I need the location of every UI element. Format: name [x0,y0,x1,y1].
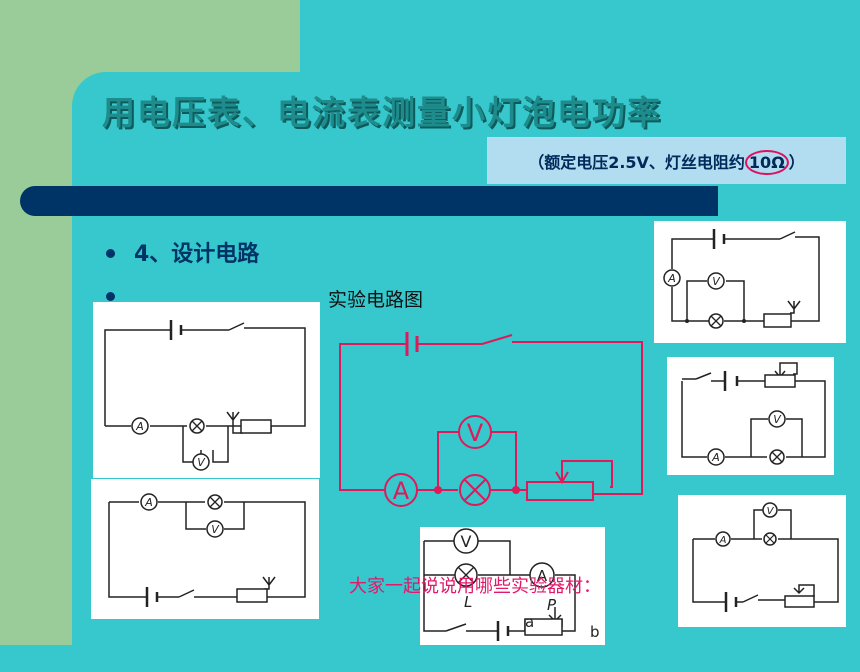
subtitle-close: ） [788,152,805,172]
overlay-prompt: 大家一起说说用哪些实验器材： [349,576,601,597]
voltmeter-label: V [461,532,472,551]
voltmeter-label: V [773,413,782,426]
ammeter-label: A [393,477,410,505]
circuit-caption: 实验电路图 [328,289,424,311]
circuit-diagram-2: A V [91,479,319,619]
ammeter-label: A [667,272,676,285]
slide-title: 用电压表、电流表测量小灯泡电功率 [102,93,662,132]
ammeter-label: A [719,535,727,546]
circuit-diagram-1: A V [93,302,320,478]
circled-resistance: 10Ω [744,149,789,175]
main-circuit-diagram: A V [339,332,643,507]
voltmeter-label: V [767,506,775,517]
bullet-design-circuit: 4、设计电路 [134,242,260,267]
circuit-diagram-4: A V [654,221,846,343]
bullet-dot [106,292,115,301]
bullet-dot [106,249,115,258]
voltmeter-label: V [211,523,220,536]
lamp-label: L [464,593,472,611]
circuit-diagram-3: V A L P a b [420,527,605,645]
ammeter-label: A [537,567,548,585]
subtitle-text: （额定电压2.5V、灯丝电阻约 [528,152,745,172]
voltmeter-label: V [712,275,721,288]
ammeter-label: A [135,420,144,433]
slider-label: P [547,596,557,614]
ammeter-label: A [144,496,153,509]
ammeter-label: A [711,451,720,464]
voltmeter-label: V [467,419,484,447]
circuit-diagram-6: A V [678,495,846,627]
voltmeter-label: V [197,456,206,469]
circuit-diagram-5: A V [667,357,834,475]
header-bar [20,186,718,216]
terminal-b-label: b [590,623,600,641]
terminal-a-label: a [525,613,534,631]
